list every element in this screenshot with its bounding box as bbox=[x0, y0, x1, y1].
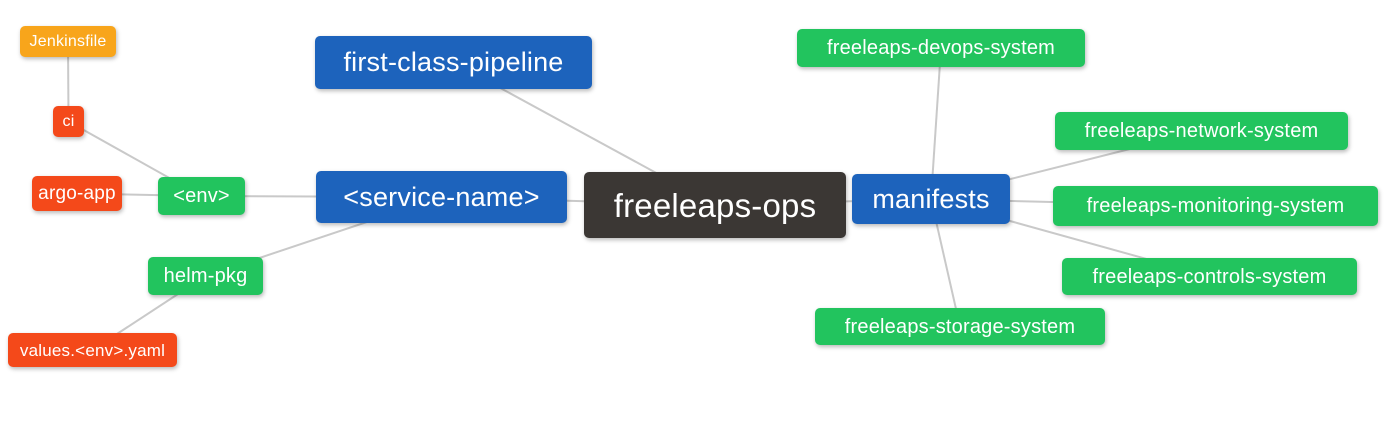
node-network-system[interactable]: freeleaps-network-system bbox=[1055, 112, 1348, 150]
node-argo-app[interactable]: argo-app bbox=[32, 176, 122, 211]
node-manifests[interactable]: manifests bbox=[852, 174, 1010, 224]
node-controls-system[interactable]: freeleaps-controls-system bbox=[1062, 258, 1357, 295]
node-jenkinsfile[interactable]: Jenkinsfile bbox=[20, 26, 116, 57]
edge-manifests--devops-system bbox=[930, 47, 942, 200]
node-env[interactable]: <env> bbox=[158, 177, 245, 215]
node-service-name[interactable]: <service-name> bbox=[316, 171, 567, 223]
node-storage-system[interactable]: freeleaps-storage-system bbox=[815, 308, 1105, 345]
node-monitoring-system[interactable]: freeleaps-monitoring-system bbox=[1053, 186, 1378, 226]
node-ci[interactable]: ci bbox=[53, 106, 84, 137]
node-freeleaps-ops[interactable]: freeleaps-ops bbox=[584, 172, 846, 238]
node-values-env-yaml[interactable]: values.<env>.yaml bbox=[8, 333, 177, 367]
node-helm-pkg[interactable]: helm-pkg bbox=[148, 257, 263, 295]
node-first-class-pipeline[interactable]: first-class-pipeline bbox=[315, 36, 592, 89]
node-devops-system[interactable]: freeleaps-devops-system bbox=[797, 29, 1085, 67]
